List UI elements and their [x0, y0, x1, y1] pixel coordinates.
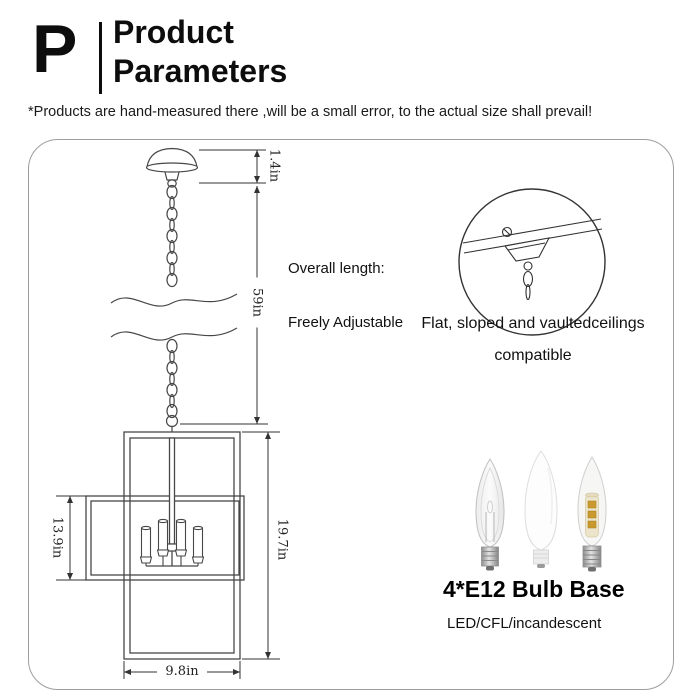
dim-frame-height-label: 19.7in	[274, 511, 290, 568]
dim-frame-width-label: 9.8in	[157, 664, 207, 679]
logo-p: P	[32, 11, 77, 87]
bulb-base-subtitle: LED/CFL/incandescent	[447, 615, 602, 632]
dim-canopy-height-label: 1.4in	[266, 140, 282, 191]
freely-adjustable-label: Freely Adjustable	[288, 314, 404, 331]
header-divider	[99, 22, 102, 94]
overall-length-label: Overall length:	[288, 260, 385, 277]
disclaimer-text: *Products are hand-measured there ,will …	[28, 104, 593, 120]
bulb-base-title: 4*E12 Bulb Base	[443, 576, 625, 602]
parameters-panel	[28, 139, 674, 690]
page-title-line2: Parameters	[113, 53, 288, 89]
dim-chain-length-label: 59in	[249, 277, 265, 328]
page-title-line1: Product	[113, 14, 234, 50]
ceiling-compat-line2: compatible	[494, 347, 572, 364]
ceiling-compat-line1: Flat, sloped and vaultedceilings	[421, 315, 645, 332]
dim-wing-height-label: 13.9in	[49, 509, 65, 566]
